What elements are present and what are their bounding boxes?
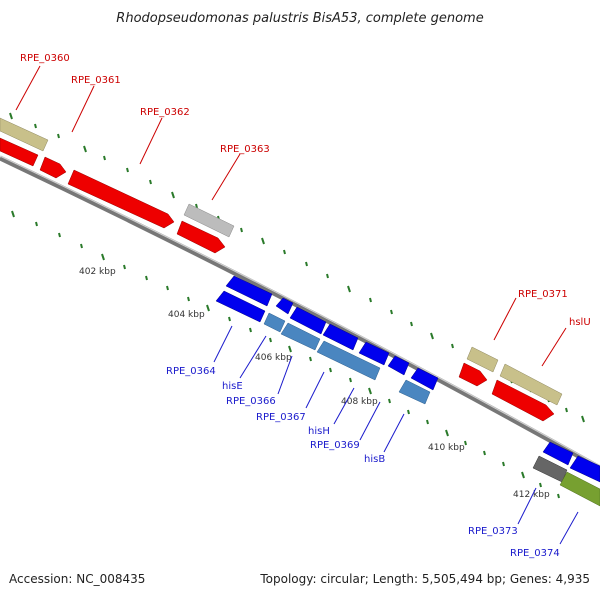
reverse-label-leaders [213,325,579,545]
gene-label-rpe0371[interactable]: RPE_0371 [518,289,568,300]
gene-label-rpe0367[interactable]: RPE_0367 [256,412,306,423]
gene-feature-rpe0373[interactable] [542,441,574,466]
gene-label-rpe0361[interactable]: RPE_0361 [71,75,121,86]
gene-feature-grey[interactable] [183,203,235,238]
scale-tick-label: 408 kbp [341,397,378,407]
gene-label-rpe0364[interactable]: RPE_0364 [166,366,216,377]
scale-tick-label: 404 kbp [168,310,205,320]
gene-label-hisb[interactable]: hisB [364,454,385,465]
scale-tick-label: 406 kbp [255,353,292,363]
gene-label-rpe0366[interactable]: RPE_0366 [226,396,276,407]
gene-label-hslu[interactable]: hslU [569,317,591,328]
gene-feature-rpe0364[interactable] [225,275,273,307]
genome-backbone [0,155,600,471]
reverse-strand-features [215,275,600,507]
gene-feature-hise[interactable] [275,297,294,315]
scale-tick-label: 412 kbp [513,490,550,500]
scale-tick-label: 410 kbp [428,443,465,453]
forward-label-leaders [15,65,567,367]
gene-feature-rpe0367[interactable] [280,322,321,351]
gene-feature-rpe0366[interactable] [289,306,327,335]
gene-feature-rpe0361[interactable] [39,156,67,179]
gene-label-hise[interactable]: hisE [222,381,243,392]
gene-feature-hslu-rna[interactable] [499,363,563,406]
gene-feature-his-end[interactable] [410,367,439,391]
gene-feature-hisb[interactable] [398,379,431,405]
gene-feature-rpe0364b[interactable] [215,290,266,323]
gene-feature-hish[interactable] [316,340,381,381]
gene-feature-his-blue[interactable] [322,323,359,351]
gene-feature-rpe0360[interactable] [0,137,39,167]
forward-strand-features [0,117,563,422]
gene-feature-rpe0362[interactable] [67,169,175,229]
gene-feature-rna[interactable] [466,346,499,373]
gene-feature-his-blue2[interactable] [387,355,410,376]
gene-label-rpe0362[interactable]: RPE_0362 [140,107,190,118]
gene-label-rpe0374[interactable]: RPE_0374 [510,548,560,559]
gene-feature-rpe0374[interactable] [569,455,600,483]
gene-label-rpe0373[interactable]: RPE_0373 [468,526,518,537]
topology-label: Topology: circular; Length: 5,505,494 bp… [260,572,590,586]
accession-label: Accession: NC_008435 [9,572,146,586]
inner-tick-row [11,210,560,499]
gene-feature-rpe0371[interactable] [458,362,488,387]
gene-feature-olive[interactable] [559,471,600,507]
gene-label-hish[interactable]: hisH [308,426,330,437]
gene-feature-hslu[interactable] [491,379,555,422]
scale-tick-label: 402 kbp [79,267,116,277]
gene-feature-rna[interactable] [0,117,49,152]
map-title: Rhodopseudomonas palustris BisA53, compl… [116,11,483,26]
gene-label-rpe0360[interactable]: RPE_0360 [20,53,70,64]
gene-feature-rpe0369[interactable] [358,341,390,366]
gene-feature-rpe0363[interactable] [176,220,226,254]
gene-feature-his-small[interactable] [263,312,286,333]
gene-label-rpe0363[interactable]: RPE_0363 [220,144,270,155]
gene-label-rpe0369[interactable]: RPE_0369 [310,440,360,451]
